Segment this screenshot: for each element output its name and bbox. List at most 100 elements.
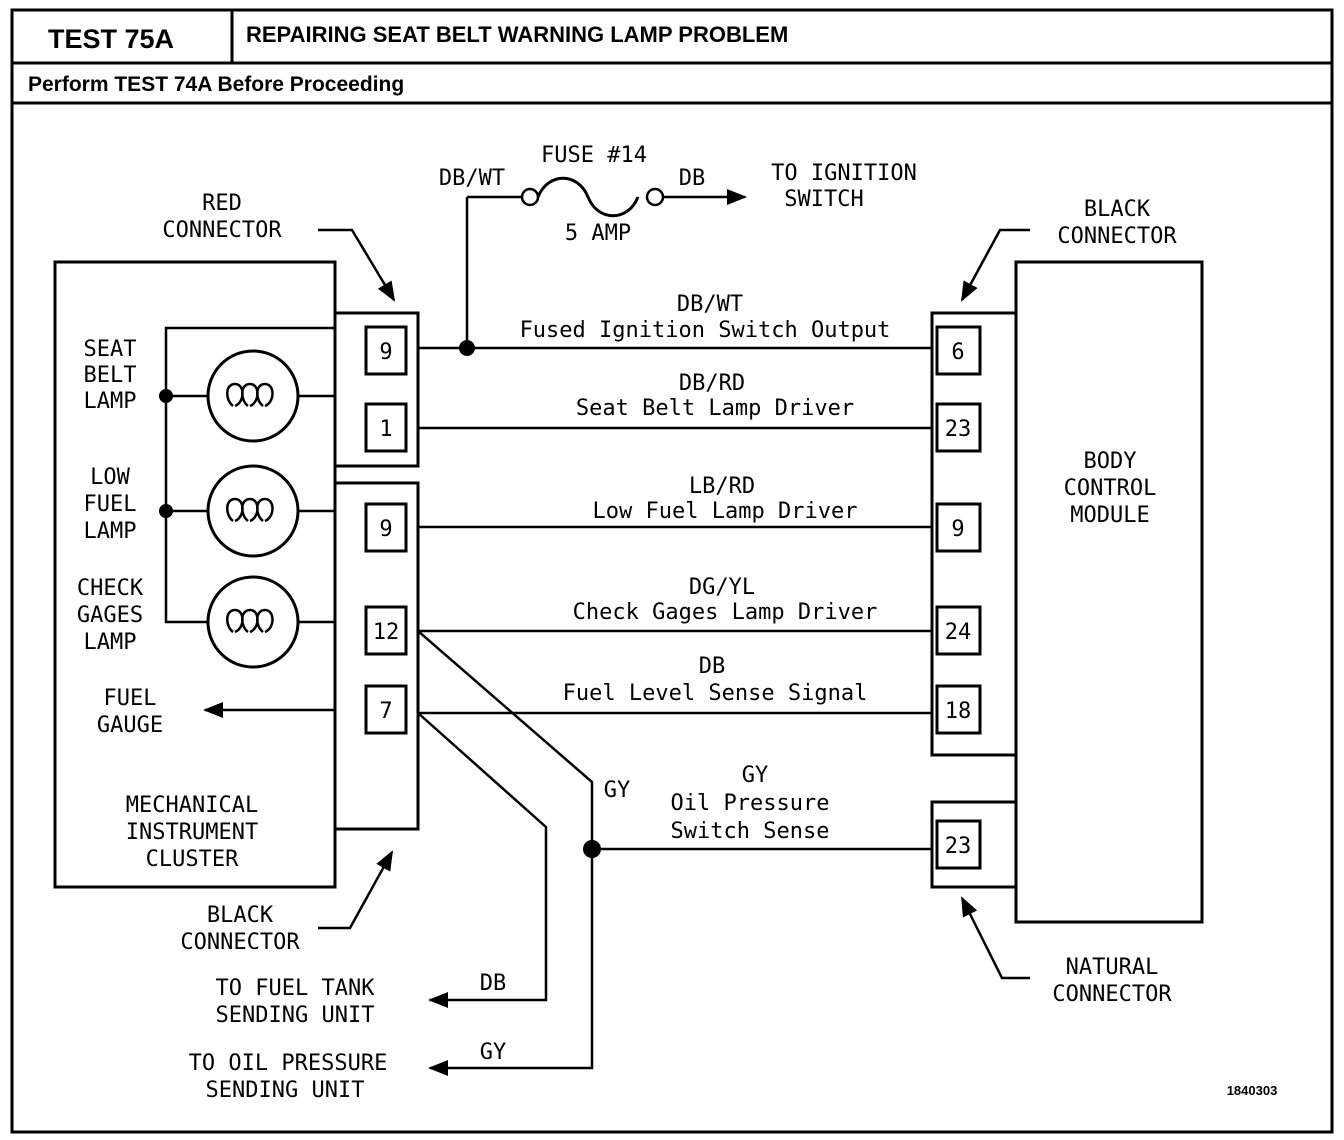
fuel-tank-label: SENDING UNIT (216, 1003, 375, 1028)
black-connector-left-label: BLACK (207, 903, 274, 928)
oil-branch-label: GY (604, 778, 631, 803)
lamp-label: FUEL (84, 492, 137, 517)
natural-connector-pointer (960, 896, 1030, 980)
black-connector-left-label: CONNECTOR (180, 930, 300, 955)
figure-id: 1840303 (1227, 1083, 1278, 1098)
natural-connector-pin (935, 819, 982, 870)
pin-number: 18 (945, 699, 972, 724)
oil-circuit-description: Switch Sense (671, 819, 830, 844)
oil-sender-label: TO OIL PRESSURE (189, 1051, 388, 1076)
black-connector-pin (935, 684, 982, 735)
red-connector-label: RED (202, 191, 242, 216)
fuse-in-wire: DB/WT (439, 166, 505, 191)
cluster-label-line2: INSTRUMENT (126, 820, 258, 845)
oil-circuit-description: Oil Pressure (671, 791, 830, 816)
bcm-label: MODULE (1070, 503, 1149, 528)
fuse-terminal (645, 187, 665, 207)
low-fuel-lamp-icon (206, 464, 300, 558)
black-connector-pin (364, 684, 408, 735)
circuit-description: Check Gages Lamp Driver (573, 600, 878, 625)
natural-connector-body (930, 800, 1016, 889)
oil-sender-label: SENDING UNIT (206, 1078, 365, 1103)
pin-number: 12 (373, 620, 400, 645)
fuse-name: FUSE #14 (541, 143, 647, 168)
red-connector-pin (364, 402, 408, 453)
black-connector-left-body (335, 481, 420, 831)
oil-pressure-wire (417, 630, 594, 1076)
circuit-description: Low Fuel Lamp Driver (593, 499, 858, 524)
circuit-description: Seat Belt Lamp Driver (576, 396, 854, 421)
red-connector-body (335, 311, 420, 468)
black-connector-pin (364, 605, 408, 656)
outer-frame (10, 8, 1334, 1134)
lamp-label: LAMP (84, 519, 137, 544)
black-connector-pin (935, 402, 982, 453)
lamp-label: LAMP (84, 630, 137, 655)
pin-number: 7 (379, 699, 392, 724)
red-connector-pointer (318, 228, 396, 302)
fuel-tank-label: TO FUEL TANK (216, 976, 376, 1001)
fuse-out-wire: DB (679, 166, 706, 191)
cluster-common-bus (164, 326, 335, 624)
circuit-color: DG/YL (689, 575, 755, 600)
cluster-label-line1: MECHANICAL (126, 793, 258, 818)
pin-number: 23 (945, 834, 972, 859)
body-control-module-box (1014, 260, 1204, 924)
pin-number: 6 (951, 340, 964, 365)
cluster-label-line3: CLUSTER (146, 847, 239, 872)
black-connector-pin (935, 325, 982, 376)
circuit-color: DB (699, 654, 726, 679)
natural-connector-label: NATURAL (1066, 955, 1159, 980)
circuit-color: LB/RD (689, 474, 755, 499)
lamp-label: GAGES (77, 603, 143, 628)
splice-dot (459, 340, 475, 356)
fuse-terminal (520, 187, 540, 207)
natural-connector-label: CONNECTOR (1052, 982, 1172, 1007)
black-connector-right-label: BLACK (1084, 197, 1151, 222)
black-connector-pin (935, 502, 982, 553)
circuit-color: DB/RD (679, 371, 745, 396)
circuit-color: DB/WT (677, 292, 743, 317)
ignition-switch-label: SWITCH (784, 187, 863, 212)
splice-dot (159, 504, 173, 518)
pin-number: 9 (379, 517, 392, 542)
test-subtitle: Perform TEST 74A Before Proceeding (28, 73, 404, 96)
lamp-label: CHECK (77, 576, 144, 601)
test-title: REPAIRING SEAT BELT WARNING LAMP PROBLEM (246, 22, 788, 47)
splice-dot (583, 840, 601, 858)
circuit-description: Fused Ignition Switch Output (520, 318, 891, 343)
splice-dot (159, 389, 173, 403)
black-connector-right-label: CONNECTOR (1057, 224, 1177, 249)
fuse-rating: 5 AMP (565, 221, 631, 246)
pin-number: 9 (951, 517, 964, 542)
fuel-gauge-label: GAUGE (97, 713, 163, 738)
lamp-label: LAMP (84, 389, 137, 414)
red-connector-label: CONNECTOR (162, 218, 282, 243)
instrument-cluster-box (53, 260, 337, 889)
pin-number: 1 (379, 417, 392, 442)
fuel-gauge-label: FUEL (104, 686, 157, 711)
pin-number: 24 (945, 620, 972, 645)
seat-belt-lamp-icon (206, 349, 300, 443)
test-id: TEST 75A (48, 24, 174, 54)
lamp-label: BELT (84, 363, 137, 388)
oil-sender-wire-color: GY (480, 1040, 507, 1065)
black-connector-pin (364, 502, 408, 553)
fuel-tank-wire-color: DB (480, 971, 507, 996)
black-connector-right-body (930, 311, 1016, 757)
bcm-label: BODY (1084, 449, 1137, 474)
circuit-description: Fuel Level Sense Signal (563, 681, 868, 706)
fuel-tank-wire (417, 712, 548, 1008)
check-gages-lamp-icon (206, 575, 300, 669)
lamp-label: SEAT (84, 337, 137, 362)
pin-number: 23 (945, 417, 972, 442)
red-connector-pin (364, 325, 408, 376)
fuse-icon (536, 176, 640, 218)
black-connector-right-pointer (960, 228, 1030, 302)
pin-number: 9 (379, 340, 392, 365)
bcm-label: CONTROL (1064, 476, 1157, 501)
black-connector-left-pointer (318, 850, 394, 930)
ignition-switch-label: TO IGNITION (771, 161, 917, 186)
black-connector-pin (935, 605, 982, 656)
